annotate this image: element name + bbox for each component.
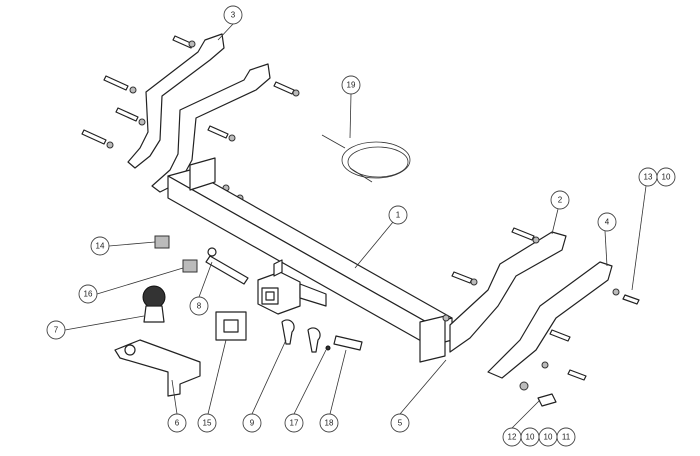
leader-lines [64,23,647,429]
sticker-14 [154,235,170,249]
right-bracket-2 [449,231,567,353]
ball-mount-6 [114,339,201,397]
callout-number: 10 [526,433,535,442]
callout-circle [46,320,66,340]
callout-16: 16 [78,284,98,304]
sticker-16 [182,259,198,273]
right-bracket-4 [487,261,613,379]
callout-number: 10 [662,173,671,182]
callout-number: 17 [290,419,299,428]
callout-14: 14 [90,236,110,256]
small-parts [114,235,363,397]
callout-number: 7 [54,326,59,335]
callout-19: 19 [341,75,361,95]
callout-number: 13 [644,173,653,182]
callout-circle [189,296,209,316]
main-crossbar [167,157,453,363]
callout-4: 4 [597,212,617,232]
callout-6: 6 [167,413,187,433]
callout-number: 4 [605,218,610,227]
callout-10: 10 [656,167,676,187]
callout-10: 10 [520,427,540,447]
callout-circle [242,413,262,433]
callout-circle [197,413,217,433]
callout-10: 10 [538,427,558,447]
callout-number: 8 [197,302,202,311]
callout-circle [390,413,410,433]
callout-circle [556,427,576,447]
callout-circle [388,205,408,225]
bolts-right [442,227,640,407]
callout-number: 16 [84,290,93,299]
wiring-harness [321,134,411,183]
callout-circle [319,413,339,433]
callout-number: 10 [544,433,553,442]
callout-circle [223,5,243,25]
callout-circle [341,75,361,95]
callout-number: 3 [231,11,236,20]
callout-15: 15 [197,413,217,433]
callout-number: 2 [558,196,563,205]
callout-number: 12 [508,433,517,442]
callout-2: 2 [550,190,570,210]
callout-11: 11 [556,427,576,447]
callout-number: 15 [203,419,212,428]
pin-8 [205,255,249,285]
plate-18 [333,335,363,351]
callout-3: 3 [223,5,243,25]
callout-12: 12 [502,427,522,447]
callout-7: 7 [46,320,66,340]
left-bracket-rear [127,33,225,169]
callout-13: 13 [638,167,658,187]
callout-8: 8 [189,296,209,316]
callout-number: 14 [96,242,105,251]
callout-number: 5 [398,419,403,428]
callout-number: 19 [347,81,356,90]
callout-circle [167,413,187,433]
shackle-9 [281,319,295,345]
callout-17: 17 [284,413,304,433]
callout-circle [550,190,570,210]
callout-number: 1 [396,211,401,220]
callout-circle [78,284,98,304]
callout-5: 5 [390,413,410,433]
callout-circle [90,236,110,256]
callout-circle [597,212,617,232]
callout-number: 9 [250,419,255,428]
callout-number: 6 [175,419,180,428]
callout-circle [284,413,304,433]
callout-1: 1 [388,205,408,225]
callout-number: 18 [325,419,334,428]
callout-18: 18 [319,413,339,433]
tow-ball [142,285,166,309]
callout-9: 9 [242,413,262,433]
callout-circle [656,167,676,187]
callout-number: 11 [562,433,571,442]
